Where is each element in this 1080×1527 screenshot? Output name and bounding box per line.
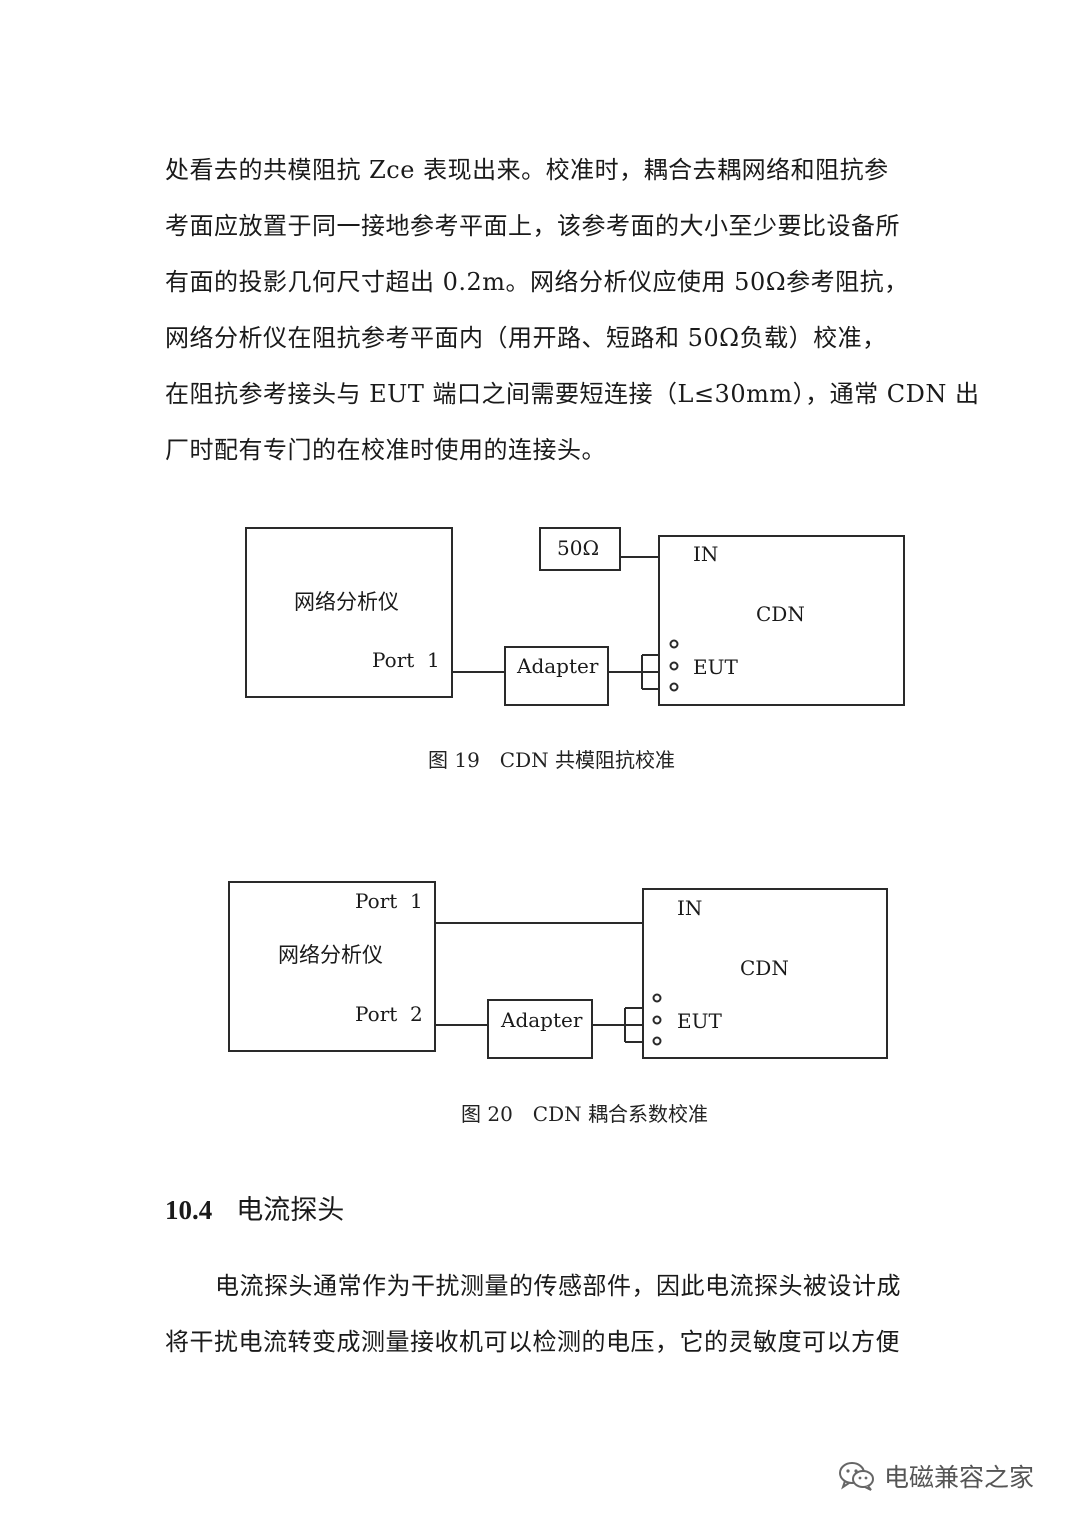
- in-label: IN: [693, 542, 718, 566]
- eut-terminal: [652, 993, 662, 1003]
- network-analyzer-box: [228, 881, 436, 1052]
- section-title: 电流探头: [236, 1195, 345, 1226]
- eut-terminal: [652, 1015, 662, 1025]
- analyzer-label: 网络分析仪: [278, 943, 383, 967]
- figure-19-caption: 图 19 CDN 共模阻抗校准: [428, 748, 676, 772]
- eut-terminal: [669, 682, 679, 692]
- port1-label: Port 1: [372, 648, 440, 672]
- section-line-1: 电流探头通常作为干扰测量的传感部件，因此电流探头被设计成: [215, 1272, 901, 1300]
- watermark: 电磁兼容之家: [838, 1458, 1034, 1494]
- cdn-box: [658, 535, 905, 706]
- cdn-label: CDN: [740, 956, 789, 980]
- section-heading: 10.4 电流探头: [165, 1188, 344, 1227]
- section-number: 10.4: [165, 1195, 213, 1225]
- adapter-box: [504, 646, 609, 706]
- port2-label: Port 2: [355, 1002, 423, 1026]
- load-label: 50Ω: [557, 536, 599, 560]
- network-analyzer-box: [245, 527, 453, 698]
- figure-20-diagram: Port 1 网络分析仪 Port 2 Adapter IN CDN EUT: [228, 881, 888, 1059]
- watermark-text: 电磁兼容之家: [884, 1463, 1035, 1492]
- section-line-2: 将干扰电流转变成测量接收机可以检测的电压，它的灵敏度可以方便: [165, 1328, 900, 1356]
- adapter-label: Adapter: [516, 654, 599, 678]
- body-line-1: 处看去的共模阻抗 Zce 表现出来。校准时，耦合去耦网络和阻抗参: [165, 156, 889, 184]
- body-line-4: 网络分析仪在阻抗参考平面内（用开路、短路和 50Ω负载）校准，: [165, 324, 887, 352]
- figure-20-caption: 图 20 CDN 耦合系数校准: [461, 1102, 709, 1126]
- wechat-icon: [839, 1462, 874, 1491]
- body-line-2: 考面应放置于同一接地参考平面上，该参考面的大小至少要比设备所: [165, 212, 900, 240]
- body-line-6: 厂时配有专门的在校准时使用的连接头。: [165, 436, 606, 464]
- body-line-5: 在阻抗参考接头与 EUT 端口之间需要短连接（L≤30mm），通常 CDN 出: [165, 380, 980, 408]
- adapter-box: [487, 999, 593, 1059]
- port1-label: Port 1: [355, 889, 423, 913]
- eut-terminal: [669, 661, 679, 671]
- cdn-label: CDN: [756, 602, 805, 626]
- in-label: IN: [677, 896, 702, 920]
- cdn-box: [642, 888, 888, 1059]
- analyzer-label: 网络分析仪: [294, 590, 399, 614]
- eut-label: EUT: [693, 655, 738, 679]
- body-line-3: 有面的投影几何尺寸超出 0.2m。网络分析仪应使用 50Ω参考阻抗，: [165, 268, 909, 296]
- eut-label: EUT: [677, 1009, 722, 1033]
- adapter-label: Adapter: [500, 1008, 583, 1032]
- load-50-ohm-box: [539, 527, 621, 571]
- eut-terminal: [669, 639, 679, 649]
- figure-19-diagram: 网络分析仪 Port 1 50Ω Adapter IN CDN EUT: [245, 527, 905, 706]
- eut-terminal: [652, 1036, 662, 1046]
